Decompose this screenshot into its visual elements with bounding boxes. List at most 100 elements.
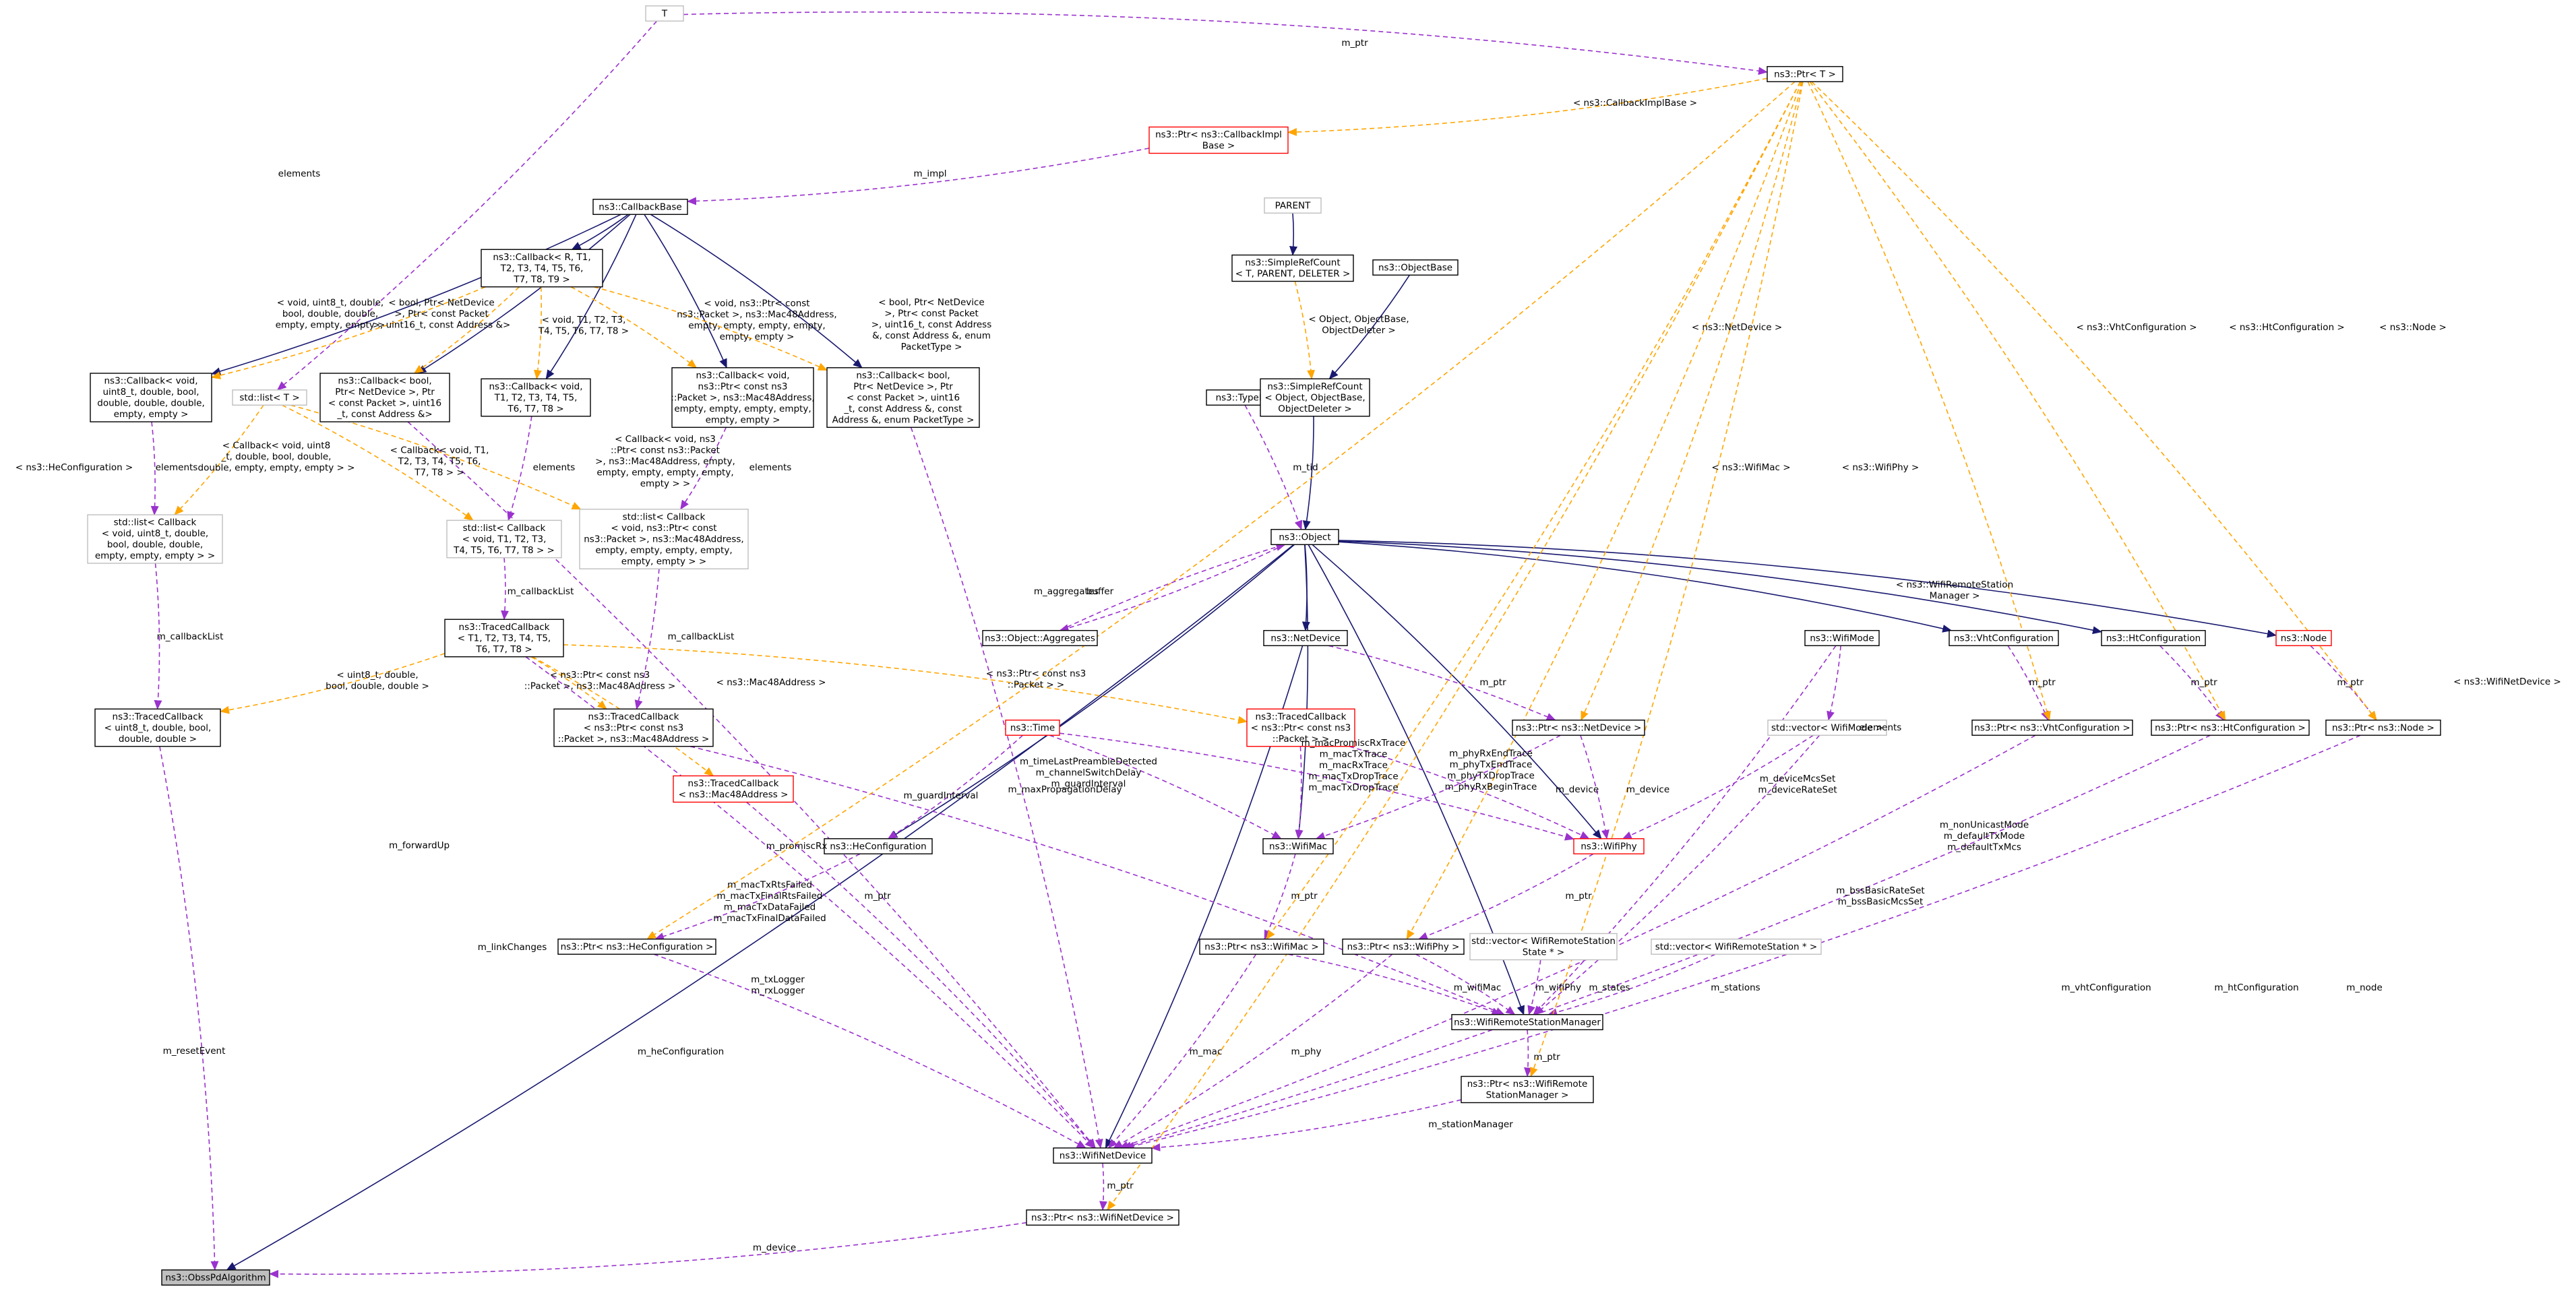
edge-template-ptr-t-to-ptr-wifi-phy: [1406, 82, 1802, 940]
class-node-box: [592, 199, 688, 215]
class-node-ptr-node[interactable]: ns3::Ptr< ns3::Node >: [2325, 720, 2441, 736]
class-node-label: ns3::WifiPhy: [1581, 841, 1636, 852]
edge-label-line: PacketType >: [901, 342, 962, 352]
class-node-wifi-mac[interactable]: ns3::WifiMac: [1262, 838, 1334, 854]
class-node-obj-base[interactable]: ns3::ObjectBase: [1372, 259, 1459, 276]
class-node-ptr-wifi-net-device[interactable]: ns3::Ptr< ns3::WifiNetDevice >: [1026, 1209, 1179, 1226]
edge-usage-ptr-wifi-phy-to-wifi-net-device: [1113, 953, 1393, 1149]
edge-inherit-cb-base-to-cb-void-t: [545, 214, 637, 380]
class-node-cb-bool-nd2[interactable]: ns3::Callback< bool,Ptr< NetDevice >, Pt…: [826, 367, 980, 428]
edge-label-node: < ns3::Node >: [2379, 322, 2447, 333]
class-node-cb-bool-nd[interactable]: ns3::Callback< bool,Ptr< NetDevice >, Pt…: [319, 373, 450, 422]
edge-label-mptr-nd: m_ptr: [1479, 677, 1506, 688]
class-node-label: ns3::TracedCallback: [113, 712, 204, 722]
class-node-box: [444, 619, 564, 658]
edge-usage-time-to-wifi-mac: [1049, 734, 1282, 840]
edge-label-mht: m_htConfiguration: [2214, 982, 2298, 993]
class-node-cb-r[interactable]: ns3::Callback< R, T1,T2, T3, T4, T5, T6,…: [481, 249, 603, 288]
class-node-cb-void-pkt[interactable]: ns3::Callback< void,ns3::Ptr< const ns3:…: [671, 367, 815, 428]
edge-label-line: m_timeLastPreambleDetected: [1020, 757, 1157, 767]
edge-label-line: m_macTxFinalRtsFailed: [717, 891, 823, 902]
class-node-ptr-net-device[interactable]: ns3::Ptr< ns3::NetDevice >: [1512, 720, 1645, 736]
class-node-vht-conf[interactable]: ns3::VhtConfiguration: [1949, 630, 2059, 646]
class-node-cb-base[interactable]: ns3::CallbackBase: [592, 199, 688, 215]
class-node-tc-mac[interactable]: ns3::TracedCallback< ns3::Mac48Address >: [673, 775, 794, 803]
class-node-he-conf[interactable]: ns3::HeConfiguration: [824, 838, 933, 854]
class-node-label: ns3::ObssPdAlgorithm: [165, 1272, 266, 1283]
edge-label-mptr-wrsm: m_ptr: [1533, 1052, 1560, 1063]
edge-label-line: elements: [156, 462, 198, 473]
class-node-ptr-vht[interactable]: ns3::Ptr< ns3::VhtConfiguration >: [1971, 720, 2133, 736]
class-node-object[interactable]: ns3::Object: [1270, 529, 1339, 545]
edge-label-elements-u8: elements: [156, 462, 198, 473]
class-node-tc-u8[interactable]: ns3::TracedCallback< uint8_t, double, bo…: [94, 708, 221, 747]
edge-label-mptr-node: m_ptr: [2337, 677, 2364, 688]
edge-label-line: m_txLogger: [751, 974, 805, 985]
edge-usage-wrsm-to-ptr-wrsm: [1524, 1030, 1533, 1077]
class-node-cb-void-u8[interactable]: ns3::Callback< void,uint8_t, double, boo…: [90, 373, 212, 422]
class-node-tc-generic[interactable]: ns3::TracedCallback< T1, T2, T3, T4, T5,…: [444, 619, 564, 658]
edge-inherit-cb-base-to-cb-bool-nd: [417, 214, 631, 374]
class-node-tc-pkt[interactable]: ns3::TracedCallback< ns3::Ptr< const ns3…: [1246, 708, 1355, 747]
class-node-label: PARENT: [1275, 200, 1312, 211]
class-node-obss[interactable]: ns3::ObssPdAlgorithm: [161, 1269, 270, 1286]
class-node-node[interactable]: ns3::Node: [2275, 630, 2332, 646]
class-node-ptr-t[interactable]: ns3::Ptr< T >: [1767, 66, 1843, 82]
edge-label-line: m_channelSwitchDelay: [1036, 767, 1142, 778]
edge-label-line: m_aggregates: [1034, 586, 1099, 597]
edge-label-mptr-he: m_ptr: [864, 891, 891, 902]
class-node-stdlist-t[interactable]: std::list< T >: [232, 389, 307, 406]
class-node-ptr-cb-impl[interactable]: ns3::Ptr< ns3::CallbackImplBase >: [1148, 126, 1289, 154]
edge-usage-cb-void-u8-to-stdlist-cb-u8: [150, 421, 159, 515]
class-node-ptr-he-conf[interactable]: ns3::Ptr< ns3::HeConfiguration >: [557, 939, 716, 955]
edge-label-mheconf: m_heConfiguration: [638, 1046, 724, 1057]
class-node-aggregates[interactable]: ns3::Object::Aggregates: [982, 630, 1098, 646]
class-node-cb-void-t[interactable]: ns3::Callback< void,T1, T2, T3, T4, T5,T…: [481, 378, 591, 417]
class-node-net-device[interactable]: ns3::NetDevice: [1263, 630, 1348, 646]
edge-usage-wifi-mode-to-wrsm: [1533, 645, 1837, 1015]
class-node-box: [1651, 939, 1822, 955]
class-node-stdlist-cb-u8[interactable]: std::list< Callback< void, uint8_t, doub…: [87, 514, 223, 564]
class-node-t[interactable]: T: [645, 5, 684, 22]
class-node-ptr-wifi-phy[interactable]: ns3::Ptr< ns3::WifiPhy >: [1342, 939, 1465, 955]
class-node-src-obj[interactable]: ns3::SimpleRefCount< Object, ObjectBase,…: [1260, 378, 1370, 417]
class-node-ht-conf[interactable]: ns3::HtConfiguration: [2101, 630, 2206, 646]
edge-label-line: m_ptr: [1107, 1180, 1134, 1191]
edge-label-line: empty > >: [640, 478, 691, 489]
edge-label-wifiphy: < ns3::WifiPhy >: [1842, 462, 1919, 473]
edge-label-line: < ns3::WifiPhy >: [1842, 462, 1919, 473]
class-node-label: ns3::ObjectBase: [1378, 262, 1452, 273]
class-node-vec-rs[interactable]: std::vector< WifiRemoteStation * >: [1651, 939, 1822, 955]
class-node-type-id[interactable]: ns3::TypeId: [1206, 389, 1277, 406]
class-node-label: ns3::Callback< bool,: [338, 376, 431, 387]
class-node-wrsm[interactable]: ns3::WifiRemoteStationManager: [1451, 1014, 1603, 1030]
class-node-wifi-phy[interactable]: ns3::WifiPhy: [1573, 838, 1645, 854]
class-node-ptr-wifi-mac[interactable]: ns3::Ptr< ns3::WifiMac >: [1199, 939, 1324, 955]
edge-label-line: m_phyRxBeginTrace: [1445, 782, 1537, 792]
class-node-box: [1262, 838, 1334, 854]
class-node-time[interactable]: ns3::Time: [1005, 720, 1060, 736]
edge-label-mforwardup: m_forwardUp: [389, 840, 450, 851]
class-node-ptr-wrsm[interactable]: ns3::Ptr< ns3::WifiRemoteStationManager …: [1461, 1075, 1594, 1104]
class-node-vec-wifi-mode[interactable]: std::vector< WifiMode >: [1767, 720, 1887, 736]
class-node-wifi-net-device[interactable]: ns3::WifiNetDevice: [1053, 1147, 1153, 1164]
class-node-stdlist-cb-pkt[interactable]: std::list< Callback< void, ns3::Ptr< con…: [579, 509, 749, 569]
class-node-ptr-ht[interactable]: ns3::Ptr< ns3::HtConfiguration >: [2151, 720, 2310, 736]
edge-inherit-cb-base-to-cb-r: [571, 214, 629, 251]
class-node-src-t[interactable]: ns3::SimpleRefCount< T, PARENT, DELETER …: [1231, 254, 1354, 282]
edge-label-line: m_ptr: [1291, 891, 1318, 902]
edge-label-line: < Callback< void, ns3: [615, 434, 716, 445]
edge-label-mphy: m_phy: [1291, 1046, 1321, 1057]
class-node-wifi-mode[interactable]: ns3::WifiMode: [1804, 630, 1880, 646]
edge-usage-stdlist-cb-t-to-tc-generic: [501, 557, 510, 621]
class-node-stdlist-cb-t[interactable]: std::list< Callback< void, T1, T2, T3,T4…: [446, 519, 562, 559]
edge-usage-node-to-ptr-node: [2310, 645, 2377, 721]
class-node-tc-pkt-mac[interactable]: ns3::TracedCallback< ns3::Ptr< const ns3…: [553, 708, 714, 747]
edge-label-wrsm-tpl: < ns3::WifiRemoteStationManager >: [1896, 579, 2013, 602]
class-node-label: bool, double, double,: [107, 540, 203, 550]
class-node-label: empty, empty, empty, empty,: [674, 404, 811, 414]
class-node-parent[interactable]: PARENT: [1264, 197, 1322, 214]
